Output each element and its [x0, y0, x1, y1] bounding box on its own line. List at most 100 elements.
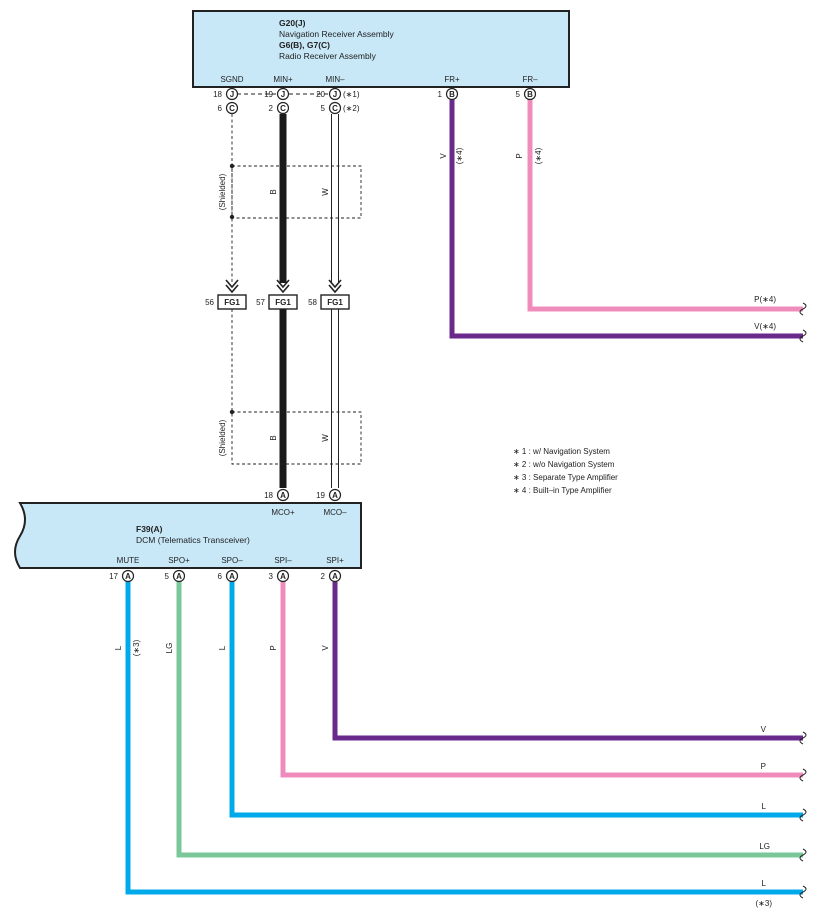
- pin-letter-a: A: [332, 572, 338, 581]
- unit-code-g6-g7: G6(B), G7(C): [279, 40, 330, 50]
- junction-connector-fg1: FG1 56 FG1 57 FG1 58: [205, 294, 350, 310]
- wire-min-plus-black: B B: [269, 114, 287, 488]
- pin-number-5: 5: [321, 104, 326, 113]
- pin-letter-a: A: [332, 491, 338, 500]
- shielded-label-upper: (Shielded): [218, 173, 227, 210]
- pin-number-18: 18: [213, 90, 222, 99]
- terminal-spo-minus: SPO–: [221, 556, 243, 565]
- pin-number-spo-plus: 5: [165, 572, 170, 581]
- note-2: ∗ 2 : w/o Navigation System: [513, 460, 615, 469]
- pin-letter-a: A: [280, 572, 286, 581]
- wire-label-p-spi: P: [761, 762, 766, 771]
- wire-fr-minus-pink: P (∗4) P(∗4): [515, 100, 807, 316]
- wire-color-l-spo: L: [218, 645, 227, 650]
- wire-color-p-fr: P: [515, 153, 524, 158]
- terminal-fr-minus: FR–: [522, 75, 538, 84]
- pin-number-spo-minus: 6: [218, 572, 223, 581]
- pin-circle-spo-plus: [172, 569, 186, 583]
- note-3: ∗ 3 : Separate Type Amplifier: [513, 473, 618, 482]
- pin-letter-c: C: [280, 104, 286, 113]
- pin-row-j: J J J 18 19 20 (∗1): [213, 87, 360, 101]
- fg1-label-56: FG1: [224, 298, 240, 307]
- pin-row-c: C C C 6 2 5 (∗2): [218, 101, 360, 115]
- pin-number-fr-minus: 5: [516, 90, 521, 99]
- footnotes: ∗ 1 : w/ Navigation System ∗ 2 : w/o Nav…: [513, 447, 618, 495]
- pin-circle-min-minus-j: [328, 87, 342, 101]
- pin-number-20: 20: [316, 90, 325, 99]
- sgnd-drain-wire-upper: (Shielded): [218, 114, 362, 282]
- wire-spi-plus-violet: V V: [321, 582, 807, 745]
- sgnd-drain-wire-lower: (Shielded): [218, 309, 362, 465]
- terminal-fr-plus: FR+: [444, 75, 460, 84]
- dcm-bottom-pins: A A A A A 17 5 6 3 2: [109, 569, 342, 583]
- wire-color-lg-spo: LG: [165, 643, 174, 654]
- wire-spo-plus-light-green: LG LG: [165, 582, 807, 862]
- pin-number-spi-plus: 2: [321, 572, 326, 581]
- wire-color-l-mute: L: [114, 645, 123, 650]
- unit-name-navigation-receiver: Navigation Receiver Assembly: [279, 29, 395, 39]
- terminal-mco-plus: MCO+: [271, 508, 295, 517]
- pin-letter-j: J: [281, 90, 285, 99]
- pin-letter-c: C: [332, 104, 338, 113]
- unit-code-g20: G20(J): [279, 18, 306, 28]
- pin-letter-a: A: [125, 572, 131, 581]
- wire-label-l-mute: L: [762, 879, 767, 888]
- pin-number-spi-minus: 3: [269, 572, 274, 581]
- wire-color-p-spi: P: [269, 645, 278, 650]
- note-4: ∗ 4 : Built–in Type Amplifier: [513, 486, 612, 495]
- wire-color-w-lower: W: [321, 434, 330, 442]
- wire-spo-minus-blue: L L: [218, 582, 807, 822]
- note-3-mute: (∗3): [132, 639, 141, 656]
- wire-fr-plus-violet: V (∗4) V(∗4): [439, 100, 807, 343]
- pin-number-mco-minus: 19: [316, 491, 325, 500]
- note-1: ∗ 1 : w/ Navigation System: [513, 447, 610, 456]
- note-4-fr-plus: (∗4): [455, 147, 464, 164]
- navigation-receiver-box: [192, 10, 570, 88]
- wire-color-v-fr: V: [439, 153, 448, 159]
- variant-mark-2: (∗2): [343, 104, 360, 113]
- fg1-label-58: FG1: [327, 298, 343, 307]
- pin-circle-min-plus-c: [276, 101, 290, 115]
- wire-label-v-note4: V(∗4): [754, 322, 776, 331]
- pin-letter-b: B: [527, 90, 533, 99]
- connector-arrows: [225, 279, 342, 294]
- pin-letter-c: C: [229, 104, 235, 113]
- fg1-box-58: [320, 294, 350, 310]
- unit-name-dcm: DCM (Telematics Transceiver): [136, 535, 250, 545]
- pin-number-2: 2: [269, 104, 274, 113]
- pin-circle-min-minus-c: [328, 101, 342, 115]
- terminal-min-minus: MIN–: [325, 75, 345, 84]
- wire-color-v-spi: V: [321, 645, 330, 651]
- wire-label-lg: LG: [759, 842, 770, 851]
- terminal-mute: MUTE: [117, 556, 140, 565]
- pin-letter-b: B: [449, 90, 455, 99]
- wire-mute-blue: L (∗3) L (∗3): [114, 582, 807, 908]
- note-3-mute-end: (∗3): [756, 899, 773, 908]
- mco-pins: A A 18 19: [264, 488, 342, 502]
- pin-circle-fr-plus: [445, 87, 459, 101]
- pin-circle-fr-minus: [523, 87, 537, 101]
- wire-label-v-spi: V: [761, 725, 767, 734]
- terminal-min-plus: MIN+: [273, 75, 293, 84]
- shielded-label-lower: (Shielded): [218, 419, 227, 456]
- variant-mark-1: (∗1): [343, 90, 360, 99]
- pin-letter-a: A: [229, 572, 235, 581]
- terminal-sgnd: SGND: [220, 75, 243, 84]
- pin-row-fr: B B 1 5: [438, 87, 537, 101]
- wire-min-minus-white: W W: [321, 114, 339, 488]
- unit-name-radio-receiver: Radio Receiver Assembly: [279, 51, 377, 61]
- wire-color-b-lower: B: [269, 435, 278, 440]
- wire-spi-minus-pink: P P: [269, 582, 807, 782]
- terminal-spo-plus: SPO+: [168, 556, 190, 565]
- pin-circle-spi-minus: [276, 569, 290, 583]
- dcm-box: [14, 502, 362, 569]
- wire-label-l-spo: L: [762, 802, 767, 811]
- fg1-box-57: [268, 294, 298, 310]
- wire-color-w-upper: W: [321, 188, 330, 196]
- pin-circle-sgnd-c: [225, 101, 239, 115]
- pin-circle-sgnd-j: [225, 87, 239, 101]
- fg1-pin-56: 56: [205, 298, 214, 307]
- unit-code-f39: F39(A): [136, 524, 163, 534]
- note-4-fr-minus: (∗4): [534, 147, 543, 164]
